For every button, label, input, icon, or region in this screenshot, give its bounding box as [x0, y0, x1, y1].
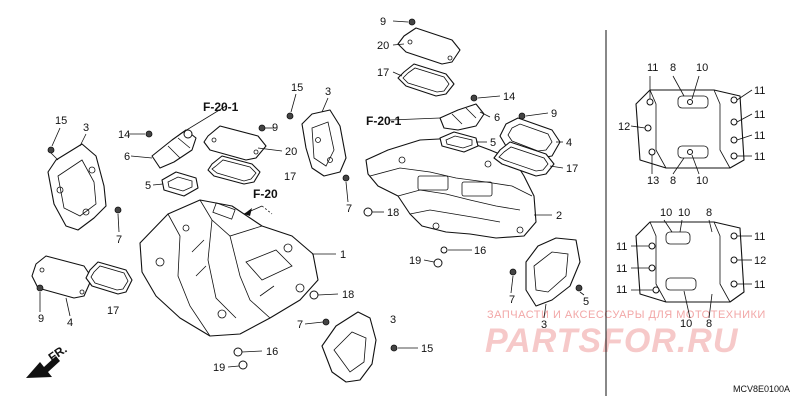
- callout-r10a: 10: [696, 62, 708, 74]
- callouts-center: 9 20 17 14 9 6 4 5 17 2 16 19 7 5 3: [377, 16, 589, 331]
- callout-c20a: 20: [285, 146, 297, 158]
- reference-label-ref1: F-20-1: [203, 100, 239, 114]
- callout-c7c: 7: [297, 319, 303, 331]
- callout-c15c: 15: [421, 343, 433, 355]
- part-3-side-cover-left: [47, 143, 107, 231]
- callout-c15b: 15: [291, 82, 303, 94]
- callout-c1: 1: [340, 249, 346, 261]
- part-20-plate-upper-left: [203, 125, 267, 161]
- part-3-side-cover-upper: [301, 109, 347, 177]
- callout-c4a: 4: [67, 317, 73, 329]
- detail-view-top: [630, 75, 753, 175]
- front-label: FR.: [46, 342, 70, 365]
- part-5-seal-center: [439, 131, 479, 153]
- part-3-side-cover-center: [525, 237, 581, 307]
- callout-r12b: 12: [754, 255, 766, 267]
- callout-r8c: 8: [706, 207, 712, 219]
- diagram-code: MCV8E0100A: [733, 384, 790, 394]
- callout-c19b: 19: [409, 255, 421, 267]
- callout-r12a: 12: [618, 121, 630, 133]
- front-arrow: FR.: [26, 342, 70, 378]
- watermark-logo: PARTSFOR.RU: [485, 322, 739, 360]
- callout-c9a: 9: [38, 313, 44, 325]
- callout-c15a: 15: [55, 115, 67, 127]
- callout-r13: 13: [647, 175, 659, 187]
- part-17-gasket-center: [493, 141, 555, 177]
- callout-r11c: 11: [754, 109, 765, 121]
- callout-c3a: 3: [83, 122, 89, 134]
- part-4-plate-left: [31, 255, 93, 299]
- callout-c6a: 6: [124, 151, 130, 163]
- reference-label-ref3: F-20-1: [366, 114, 402, 128]
- part-2-rear-head-cover: [365, 137, 537, 239]
- reference-labels: F-20-1F-20 F-20-1: [203, 100, 402, 201]
- callout-r11d: 11: [754, 130, 765, 142]
- callout-c14a: 14: [118, 129, 130, 141]
- callout-c4b: 4: [566, 137, 572, 149]
- callout-c3d: 3: [541, 319, 547, 331]
- callout-c5c: 5: [583, 296, 589, 308]
- callout-r8b: 8: [670, 175, 676, 187]
- callout-r10b: 10: [696, 175, 708, 187]
- callout-c2: 2: [556, 210, 562, 222]
- callout-c7a: 7: [116, 234, 122, 246]
- callout-c3c: 3: [390, 314, 396, 326]
- callout-c5a: 5: [145, 180, 151, 192]
- callout-c6b: 6: [494, 112, 500, 124]
- callout-r8a: 8: [670, 62, 676, 74]
- callout-c16b: 16: [474, 245, 486, 257]
- callout-c16a: 16: [266, 346, 278, 358]
- callout-c18a: 18: [387, 207, 399, 219]
- callouts-right: 11 8 10 11 12 11 11 11 13 8 10 10 10 8 11 11 12 11 11 11 10 8: [616, 62, 766, 330]
- callout-r10c: 10: [660, 207, 672, 219]
- callout-c17b: 17: [284, 171, 296, 183]
- callout-c5b: 5: [490, 137, 496, 149]
- watermark-tagline: ЗАПЧАСТИ И АКСЕССУАРЫ ДЛЯ МОТОТЕХНИКИ: [487, 309, 766, 321]
- detail-view-bottom: [631, 219, 752, 319]
- callout-r11i: 11: [616, 284, 627, 296]
- callout-c20b: 20: [377, 40, 389, 52]
- part-3-side-cover-lower: [321, 311, 377, 383]
- leader-lines: [39, 20, 585, 368]
- callout-c19a: 19: [213, 362, 225, 374]
- callout-c14b: 14: [503, 91, 515, 103]
- reference-label-ref2: F-20: [253, 187, 278, 201]
- part-1-front-head-cover: [139, 199, 319, 337]
- callout-r11a: 11: [647, 62, 658, 74]
- callout-r11j: 11: [754, 279, 765, 291]
- part-6-breather-center: [439, 103, 485, 131]
- callout-c17d: 17: [566, 163, 578, 175]
- callout-r10e: 10: [680, 318, 692, 330]
- callout-c7b: 7: [346, 203, 352, 215]
- watermark: ЗАПЧАСТИ И АКСЕССУАРЫ ДЛЯ МОТОТЕХНИКИ PA…: [485, 309, 766, 360]
- callout-r10d: 10: [678, 207, 690, 219]
- callout-r11e: 11: [754, 151, 765, 163]
- part-17-gasket-upper-left: [207, 155, 261, 185]
- part-17-gasket-top: [397, 63, 455, 97]
- callout-r11g: 11: [754, 231, 765, 243]
- callout-r11b: 11: [754, 85, 765, 97]
- callout-c9d: 9: [551, 108, 557, 120]
- callouts-left: 15 3 14 6 5 7 9 4 17 15 3 9 20 17 7 18 1 18 7 3 15 16 19: [38, 82, 433, 374]
- callout-c3b: 3: [325, 86, 331, 98]
- callout-c17c: 17: [377, 67, 389, 79]
- part-17-gasket-left: [85, 261, 133, 295]
- part-6-breather-left: [151, 129, 197, 169]
- callout-c9b: 9: [272, 122, 278, 134]
- callout-c9c: 9: [380, 16, 386, 28]
- callout-c18b: 18: [342, 289, 354, 301]
- callout-r11h: 11: [616, 263, 627, 275]
- callout-r11f: 11: [616, 241, 627, 253]
- callout-c7d: 7: [509, 294, 515, 306]
- callout-c17a: 17: [107, 305, 119, 317]
- callout-r8d: 8: [706, 318, 712, 330]
- part-5-seal-left: [161, 171, 199, 197]
- f20-arrow: [243, 205, 273, 216]
- part-20-plate-top: [397, 27, 461, 65]
